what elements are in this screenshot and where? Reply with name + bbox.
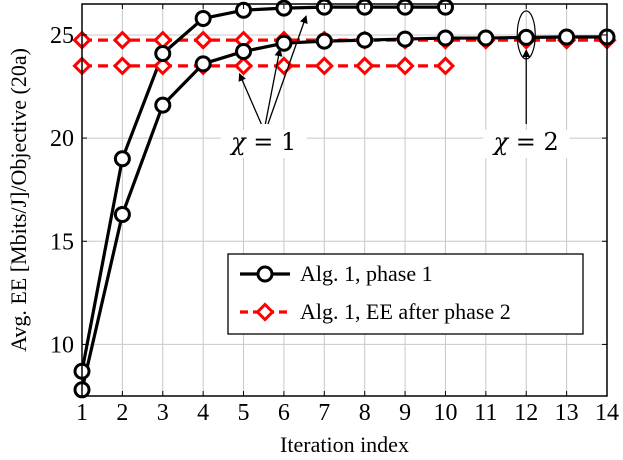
legend-box [227,253,584,335]
annotation-ellipse [516,10,536,60]
annotation-symbol: χ [229,128,247,156]
data-point [435,56,456,76]
data-point [356,31,374,49]
x-tick-label: 5 [238,400,250,426]
data-point [275,34,293,52]
annotation-symbol: χ [492,128,510,156]
y-axis-label: Avg. EE [Mbits/J]/Objective (20a) [6,48,31,352]
x-tick-label: 2 [116,400,128,426]
data-point [558,28,576,46]
annotation-arrow [238,72,262,125]
annotation-arrow [267,15,308,125]
x-tick-label: 10 [433,400,457,426]
x-tick-label: 13 [555,400,579,426]
y-tick-label: 10 [50,332,74,358]
y-tick-label: 25 [50,23,74,49]
data-point [233,56,254,76]
data-point [396,30,414,48]
y-tick-label: 20 [50,126,74,152]
series-layer [72,0,617,399]
annotation-equals: = 1 [246,128,297,156]
y-tick-labels: 10 15 20 25 [50,23,607,358]
legend-entry-label: Alg. 1, EE after phase 2 [300,299,511,324]
x-tick-label: 8 [359,400,371,426]
data-point [477,29,495,47]
data-point [315,32,333,50]
x-tick-label: 9 [399,400,411,426]
annotation-background [483,130,570,158]
x-axis-label: Iteration index [280,432,409,457]
data-point [517,28,535,46]
annotation-label: χ = 2 [492,128,559,156]
annotation-equals: = 2 [508,128,559,156]
x-tick-label: 4 [197,400,209,426]
data-point [194,55,212,73]
data-point [235,1,253,19]
x-tick-label: 3 [157,400,169,426]
legend-marker [255,302,275,322]
x-tick-label: 11 [474,400,497,426]
data-point [235,42,253,60]
data-point [113,205,131,223]
data-point [194,9,212,27]
data-point [153,56,173,76]
annotation-label: χ = 1 [229,128,296,156]
y-tick-label: 15 [50,229,74,255]
x-tick-label: 7 [318,400,330,426]
data-point [314,56,334,76]
data-point [193,30,213,50]
annotation-background [220,130,307,158]
x-tick-label: 12 [514,400,538,426]
x-tick-label: 14 [595,400,619,426]
x-tick-label: 1 [76,400,88,426]
data-point [154,45,172,63]
data-point [112,56,133,76]
data-point [436,29,454,47]
legend-marker [256,265,274,283]
data-point [112,30,133,50]
series-line [80,35,607,391]
legend-entry-label: Alg. 1, phase 1 [300,261,433,286]
data-point [154,96,172,114]
data-point [355,56,375,76]
series-line [80,5,446,372]
data-point [113,150,131,168]
x-tick-label: 6 [278,400,290,426]
plot-frame [81,3,608,397]
data-point [395,56,415,76]
legend: Alg. 1, phase 1 Alg. 1, EE after phase 2 [227,253,584,335]
annotation-arrow [264,48,283,125]
